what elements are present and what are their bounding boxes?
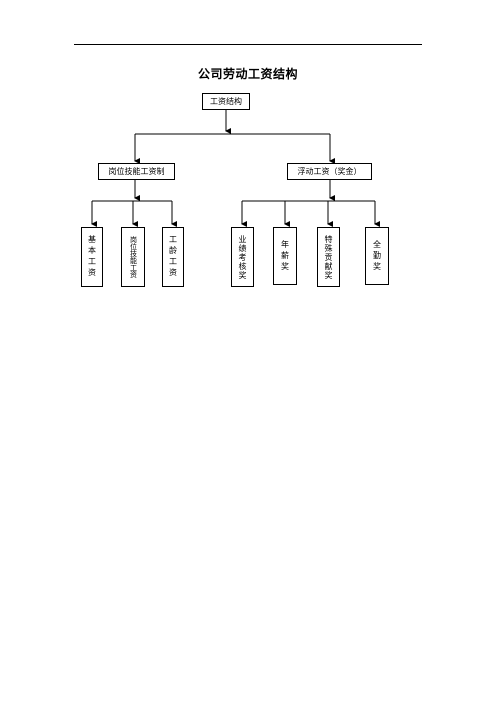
header-rule	[74, 44, 422, 45]
leaf-node-label: 工龄工资	[168, 235, 178, 279]
page-title: 公司劳动工资结构	[197, 67, 298, 81]
leaf-node-label: 全勤奖	[372, 239, 382, 273]
leaf-node-basic-wage: 基本工资	[81, 227, 103, 287]
leaf-node-label: 特殊贡献奖	[324, 234, 333, 280]
leaf-node-seniority-wage: 工龄工资	[162, 227, 184, 287]
leaf-node-label: 岗位技能工资	[129, 236, 138, 278]
leaf-node-special-contribution-bonus: 特殊贡献奖	[317, 227, 340, 287]
leaf-node-performance-bonus: 业绩考核奖	[231, 227, 254, 287]
leaf-node-label: 业绩考核奖	[238, 234, 247, 280]
leaf-node-annual-bonus: 年薪奖	[273, 227, 297, 285]
leaf-node-label: 基本工资	[87, 235, 97, 279]
branch-node-floating-wage: 浮动工资（奖金）	[287, 163, 372, 180]
leaf-node-position-skill-wage: 岗位技能工资	[121, 227, 145, 287]
branch-node-label: 浮动工资（奖金）	[297, 167, 362, 176]
leaf-node-attendance-bonus: 全勤奖	[365, 227, 389, 285]
branch-node-position-skill-wage: 岗位技能工资制	[98, 163, 175, 180]
root-node: 工资结构	[202, 93, 250, 110]
branch-node-label: 岗位技能工资制	[108, 167, 165, 176]
root-node-label: 工资结构	[210, 97, 242, 106]
leaf-node-label: 年薪奖	[280, 239, 290, 273]
